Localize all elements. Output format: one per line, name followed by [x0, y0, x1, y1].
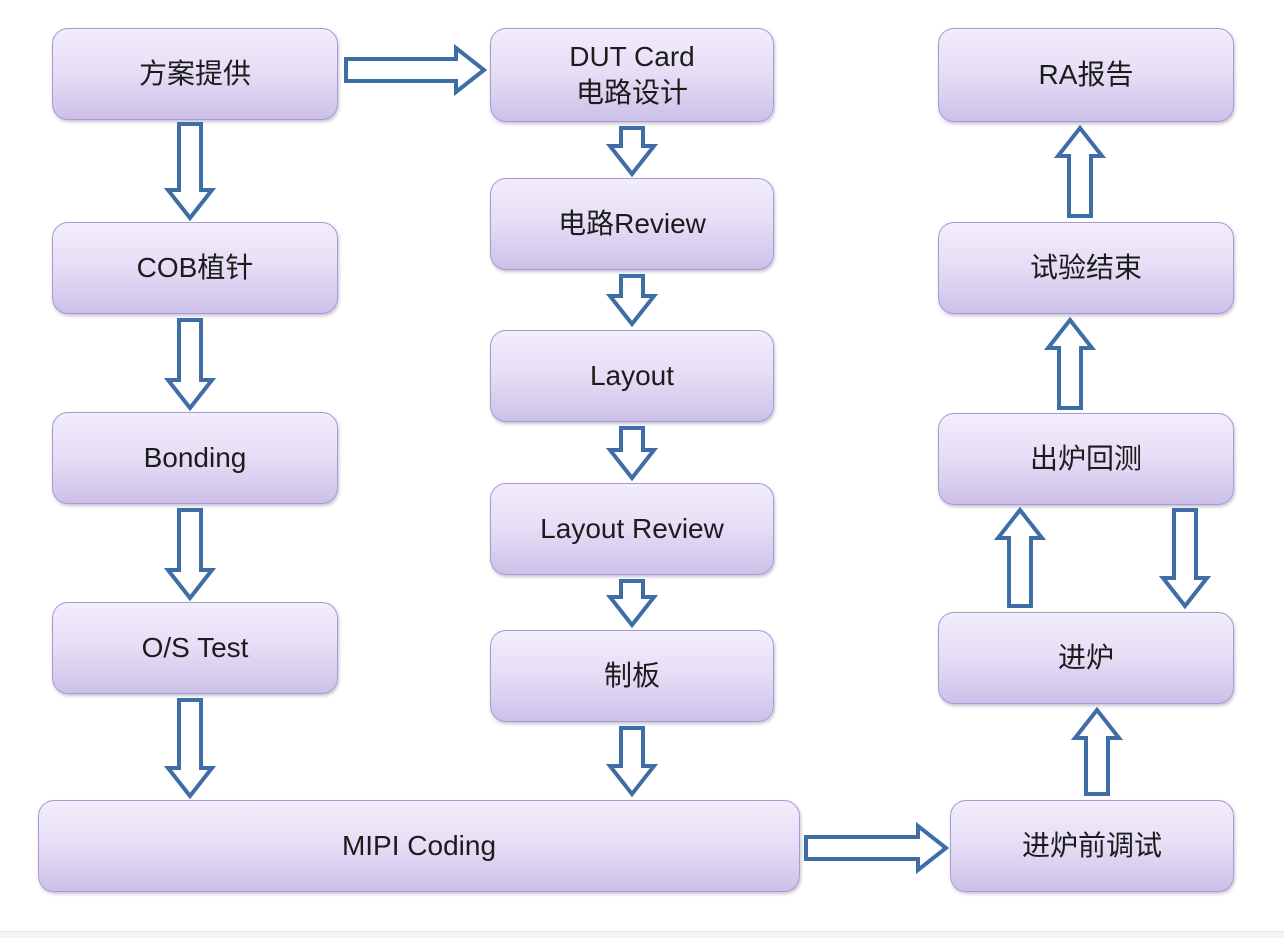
- node-plan-label: 方案提供: [138, 57, 251, 89]
- node-oven-in: 进炉: [938, 612, 1234, 704]
- node-cob-pin: COB植针: [52, 222, 338, 314]
- node-mipi-coding: MIPI Coding: [38, 800, 800, 892]
- node-plan: 方案提供: [52, 28, 338, 120]
- arrow-plan-to-cob-pin: [163, 122, 217, 222]
- node-layout-review-label: Layout Review: [540, 512, 724, 544]
- node-pre-oven-debug: 进炉前调试: [950, 800, 1234, 892]
- arrow-dut-card-to-circuit-review: [605, 126, 659, 178]
- node-ra-report-label: RA报告: [1038, 58, 1134, 90]
- arrow-pre-oven-debug-to-oven-in: [1070, 706, 1124, 796]
- arrow-bonding-to-os-test: [163, 508, 217, 602]
- node-dut-card-label: DUT Card 电路设计: [569, 40, 695, 108]
- node-circuit-review-label: 电路Review: [558, 207, 706, 239]
- node-dut-card: DUT Card 电路设计: [490, 28, 774, 122]
- arrow-oven-out-retest-to-oven-in: [1158, 508, 1212, 610]
- node-os-test: O/S Test: [52, 602, 338, 694]
- arrow-os-test-to-mipi-coding: [163, 698, 217, 800]
- arrow-mipi-coding-to-pre-oven-debug: [804, 821, 950, 875]
- arrow-test-end-to-ra-report: [1053, 124, 1107, 218]
- arrow-plan-to-dut-card: [344, 43, 488, 97]
- node-oven-out-retest-label: 出炉回测: [1029, 442, 1142, 474]
- arrow-oven-out-retest-to-test-end: [1043, 316, 1097, 410]
- node-os-test-label: O/S Test: [141, 631, 249, 663]
- node-oven-out-retest: 出炉回测: [938, 413, 1234, 505]
- node-pcb-fab: 制板: [490, 630, 774, 722]
- node-test-end: 试验结束: [938, 222, 1234, 314]
- arrow-oven-in-to-oven-out-retest: [993, 506, 1047, 608]
- node-layout-review: Layout Review: [490, 483, 774, 575]
- node-layout-label: Layout: [589, 359, 675, 391]
- node-oven-in-label: 进炉: [1057, 641, 1114, 673]
- node-cob-pin-label: COB植针: [136, 251, 254, 283]
- node-bonding: Bonding: [52, 412, 338, 504]
- node-layout: Layout: [490, 330, 774, 422]
- arrow-pcb-fab-to-mipi-coding: [605, 726, 659, 798]
- node-test-end-label: 试验结束: [1029, 251, 1142, 283]
- node-mipi-coding-label: MIPI Coding: [341, 829, 497, 861]
- node-ra-report: RA报告: [938, 28, 1234, 122]
- node-pre-oven-debug-label: 进炉前调试: [1021, 829, 1162, 861]
- node-pcb-fab-label: 制板: [603, 659, 660, 691]
- arrow-circuit-review-to-layout: [605, 274, 659, 328]
- node-bonding-label: Bonding: [143, 441, 247, 473]
- arrow-layout-review-to-pcb-fab: [605, 579, 659, 629]
- arrow-cob-pin-to-bonding: [163, 318, 217, 412]
- slide-bottom-edge: [0, 931, 1284, 938]
- node-circuit-review: 电路Review: [490, 178, 774, 270]
- arrow-layout-to-layout-review: [605, 426, 659, 482]
